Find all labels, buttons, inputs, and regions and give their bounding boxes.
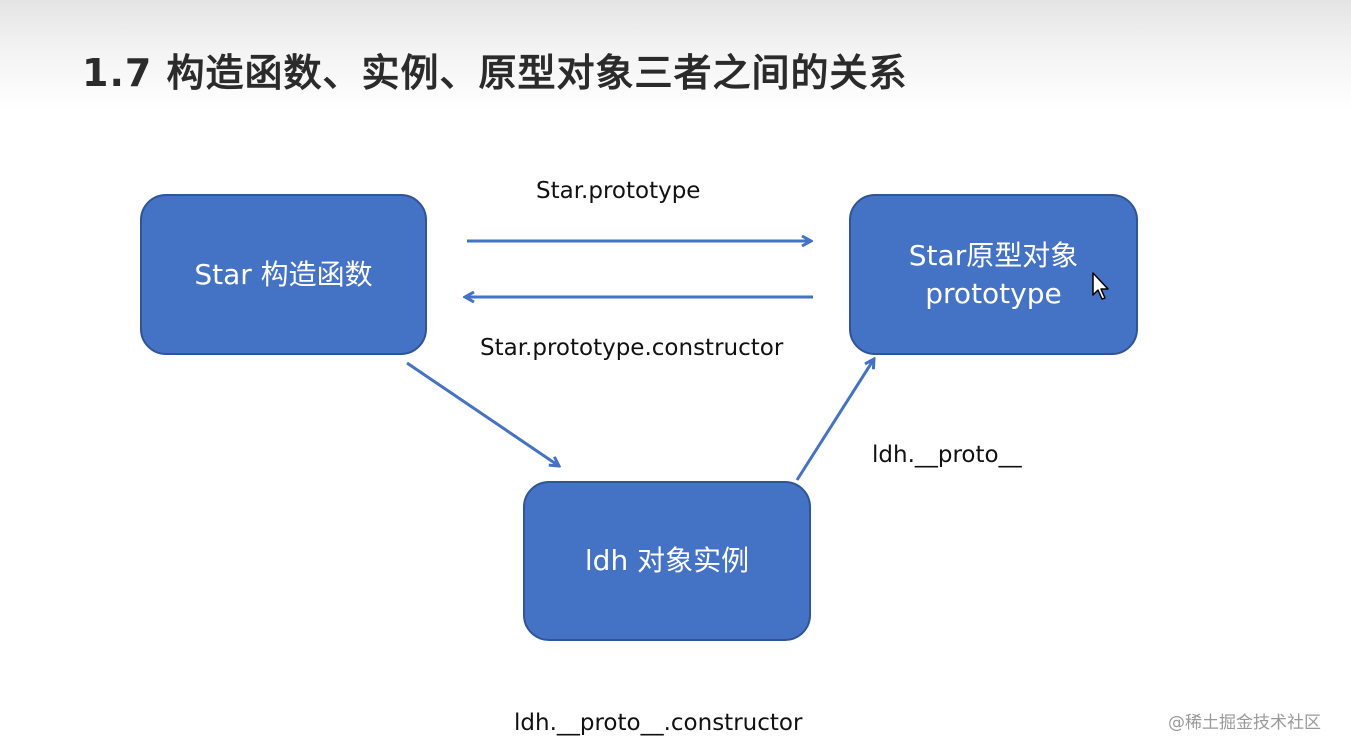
- label-star-prototype-constructor: Star.prototype.constructor: [480, 335, 784, 361]
- constructor-node: Star 构造函数: [140, 194, 427, 355]
- label-ldh-proto-constructor: ldh.__proto__.constructor: [514, 710, 803, 736]
- instance-node-label: ldh 对象实例: [584, 544, 750, 577]
- slide-header-band: [0, 0, 1351, 110]
- arrow-constructor-to-instance: [406, 361, 559, 466]
- mouse-cursor-icon: [1092, 272, 1109, 300]
- label-star-prototype: Star.prototype: [536, 178, 701, 204]
- constructor-node-label: Star 构造函数: [194, 257, 373, 291]
- instance-node: ldh 对象实例: [523, 481, 811, 641]
- slide-title: 1.7 构造函数、实例、原型对象三者之间的关系: [82, 51, 908, 95]
- arrow-instance-to-prototype: [795, 359, 874, 481]
- prototype-node: Star原型对象 prototype: [849, 194, 1138, 355]
- label-ldh-proto: ldh.__proto__: [872, 442, 1022, 468]
- watermark: @稀土掘金技术社区: [1168, 713, 1321, 733]
- prototype-node-label: Star原型对象 prototype: [908, 238, 1079, 310]
